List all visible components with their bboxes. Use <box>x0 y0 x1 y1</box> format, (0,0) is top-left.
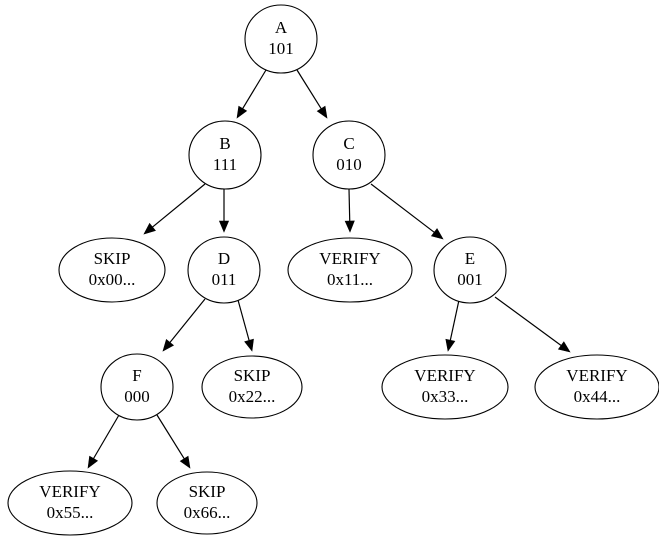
node-label-primary: F <box>132 366 141 385</box>
edge-line <box>296 69 322 109</box>
node-shape-ellipse <box>156 471 258 535</box>
edge-c-to-e <box>370 183 444 240</box>
node-label-secondary: 0x00... <box>89 270 136 289</box>
node-shape-circle <box>312 120 386 190</box>
edge-d-to-f <box>162 298 206 352</box>
node-label-secondary: 010 <box>336 155 362 174</box>
node-f[interactable]: F 000 <box>100 353 174 421</box>
node-label-secondary: 101 <box>268 39 294 58</box>
edge-e-to-verify4 <box>494 296 571 353</box>
node-label-primary: VERIFY <box>566 366 627 385</box>
edge-line <box>494 296 562 346</box>
node-verify4[interactable]: VERIFY 0x44... <box>534 354 659 420</box>
edge-line <box>152 183 206 228</box>
node-label-secondary: 0x55... <box>47 503 94 522</box>
node-verify3[interactable]: VERIFY 0x33... <box>381 354 509 420</box>
node-c[interactable]: C 010 <box>312 120 386 190</box>
node-label-secondary: 0x33... <box>422 387 469 406</box>
node-label-primary: E <box>465 249 475 268</box>
edge-a-to-c <box>296 69 328 119</box>
edge-line <box>93 414 120 459</box>
edge-d-to-skip2 <box>237 299 254 352</box>
node-shape-circle <box>433 236 507 304</box>
node-skip0[interactable]: SKIP 0x00... <box>58 237 166 303</box>
arrowhead-icon <box>87 455 99 469</box>
node-shape-circle <box>100 353 174 421</box>
edge-line <box>169 298 206 343</box>
edge-b-to-skip0 <box>143 183 206 235</box>
arrowhead-icon <box>316 105 328 119</box>
node-label-primary: VERIFY <box>414 366 475 385</box>
edge-line <box>237 299 250 341</box>
node-label-secondary: 111 <box>213 155 237 174</box>
arrowhead-icon <box>244 338 254 352</box>
node-shape-ellipse <box>7 470 133 536</box>
node-label-secondary: 000 <box>124 387 150 406</box>
edge-line <box>348 188 351 222</box>
node-label-primary: VERIFY <box>39 482 100 501</box>
node-label-primary: C <box>343 134 354 153</box>
edge-line <box>242 69 267 109</box>
node-e[interactable]: E 001 <box>433 236 507 304</box>
arrowhead-icon <box>179 455 191 469</box>
edge-f-to-verify5 <box>87 414 120 469</box>
node-shape-circle <box>188 120 262 190</box>
node-shape-ellipse <box>534 354 659 420</box>
node-label-primary: SKIP <box>189 482 226 501</box>
arrowhead-icon <box>162 339 175 352</box>
node-layer: A101B111C010SKIP0x00...D011VERIFY0x11...… <box>7 4 659 536</box>
arrowhead-icon <box>430 228 444 240</box>
node-shape-ellipse <box>287 237 413 303</box>
node-label-secondary: 001 <box>457 270 483 289</box>
edge-c-to-verify1 <box>344 188 355 233</box>
node-label-primary: SKIP <box>94 249 131 268</box>
node-label-primary: VERIFY <box>319 249 380 268</box>
arrowhead-icon <box>218 220 230 233</box>
node-shape-circle <box>244 4 318 74</box>
node-label-secondary: 0x44... <box>574 387 621 406</box>
node-label-primary: D <box>218 249 230 268</box>
node-shape-circle <box>187 236 261 304</box>
node-skip6[interactable]: SKIP 0x66... <box>156 471 258 535</box>
node-label-secondary: 0x11... <box>327 270 373 289</box>
arrowhead-icon <box>236 105 248 119</box>
edge-line <box>449 299 460 341</box>
node-label-secondary: 011 <box>212 270 237 289</box>
edge-line <box>156 414 185 459</box>
arrowhead-icon <box>143 222 156 235</box>
node-skip2[interactable]: SKIP 0x22... <box>201 355 303 419</box>
node-verify5[interactable]: VERIFY 0x55... <box>7 470 133 536</box>
edge-layer <box>87 69 571 469</box>
node-label-primary: B <box>219 134 230 153</box>
edge-b-to-d <box>218 189 230 233</box>
edge-e-to-verify3 <box>445 299 460 352</box>
arrowhead-icon <box>445 338 456 352</box>
node-verify1[interactable]: VERIFY 0x11... <box>287 237 413 303</box>
node-shape-ellipse <box>201 355 303 419</box>
edge-f-to-skip6 <box>156 414 191 469</box>
node-d[interactable]: D 011 <box>187 236 261 304</box>
node-shape-ellipse <box>58 237 166 303</box>
node-label-secondary: 0x22... <box>229 387 276 406</box>
node-label-primary: A <box>275 18 288 37</box>
arrowhead-icon <box>344 220 355 233</box>
node-label-primary: SKIP <box>234 366 271 385</box>
node-label-secondary: 0x66... <box>184 503 231 522</box>
node-shape-ellipse <box>381 354 509 420</box>
arrowhead-icon <box>557 341 571 353</box>
node-a[interactable]: A 101 <box>244 4 318 74</box>
edge-a-to-b <box>236 69 267 119</box>
node-b[interactable]: B 111 <box>188 120 262 190</box>
edge-line <box>370 183 435 233</box>
